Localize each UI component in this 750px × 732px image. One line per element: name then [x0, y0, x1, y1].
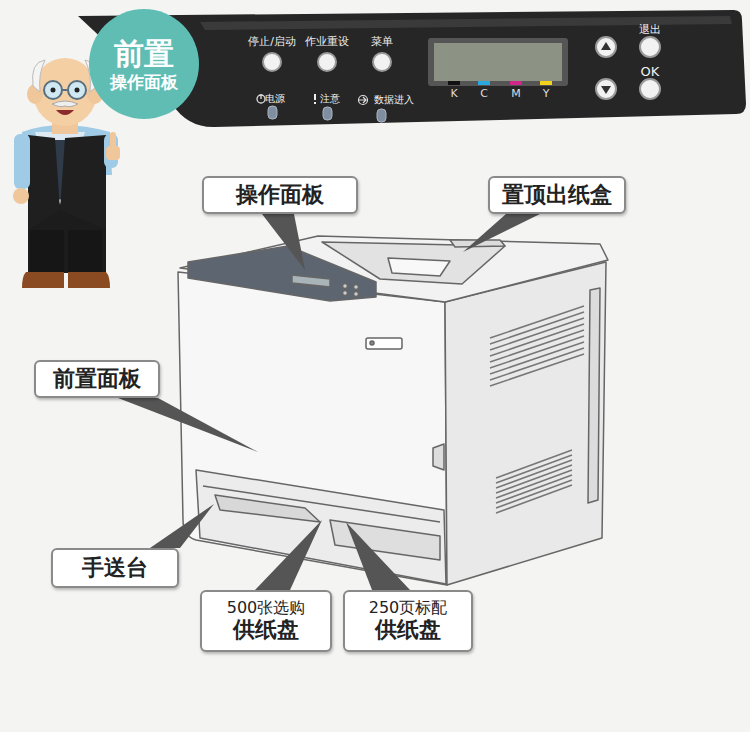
attention-icon [314, 94, 316, 100]
toner-bar [448, 81, 460, 85]
vent-slot [490, 318, 584, 350]
power-icon [260, 94, 261, 99]
callout-box: 250页标配供纸盘 [343, 590, 473, 652]
vent-slot [490, 324, 584, 356]
panel-leds [268, 106, 386, 122]
data-icon [359, 96, 368, 105]
panel-buttons [263, 37, 660, 99]
panel-label: 注意 [320, 93, 340, 104]
callout-box: 前置面板 [34, 360, 160, 398]
lcd-frame [428, 38, 568, 86]
callout-text: 250页标配 [369, 598, 448, 617]
panel-label: M [511, 88, 521, 100]
callout-box: 操作面板 [202, 176, 358, 214]
lcd-screen [434, 43, 562, 81]
callout-text: 500张选购 [227, 598, 306, 617]
callout-box: 500张选购供纸盘 [200, 590, 332, 652]
printer-body [178, 236, 608, 585]
panel-label: 数据进入 [374, 94, 414, 105]
toner-bar [510, 81, 522, 85]
vent-slot [490, 330, 584, 362]
callout-box: 置顶出纸盒 [488, 176, 626, 214]
panel-label: K [450, 88, 457, 100]
badge-text: 前置 [114, 36, 174, 72]
power-icon [257, 95, 265, 103]
attention-icon [314, 102, 316, 104]
arrow-up [601, 42, 611, 50]
toner-bar [478, 81, 490, 85]
title-badge: 前置操作面板 [88, 8, 200, 120]
panel-label: Y [543, 88, 550, 100]
badge-text: 操作面板 [110, 72, 178, 92]
side-vents [490, 306, 584, 513]
callout-text: 置顶出纸盒 [502, 182, 612, 208]
panel-label: 作业重设 [305, 36, 349, 48]
leader-pointers [118, 214, 540, 590]
vent-slot [490, 348, 584, 380]
vent-slot [496, 485, 572, 513]
vent-slot [490, 306, 584, 338]
callout-text: 供纸盘 [233, 617, 299, 643]
panel-label: 电源 [265, 93, 285, 104]
vent-slot [496, 480, 572, 508]
panel-label: 退出 [639, 24, 661, 36]
vent-slot [490, 354, 584, 386]
panel-band [78, 10, 746, 127]
panel-label: 菜单 [371, 36, 393, 48]
panel-label: OK [641, 65, 660, 79]
callout-text: 供纸盘 [375, 617, 441, 643]
callout-text: 操作面板 [236, 182, 324, 208]
vent-slot [490, 342, 584, 374]
vent-slot [490, 312, 584, 344]
vent-slot [490, 336, 584, 368]
callout-text: 前置面板 [53, 366, 141, 392]
toner-bar [540, 81, 552, 85]
arrow-down [601, 86, 611, 94]
panel-label: 停止/启动 [248, 36, 296, 48]
callout-box: 手送台 [51, 548, 179, 588]
panel-label: C [480, 88, 488, 100]
data-icon [359, 97, 366, 103]
callout-text: 手送台 [82, 555, 148, 581]
